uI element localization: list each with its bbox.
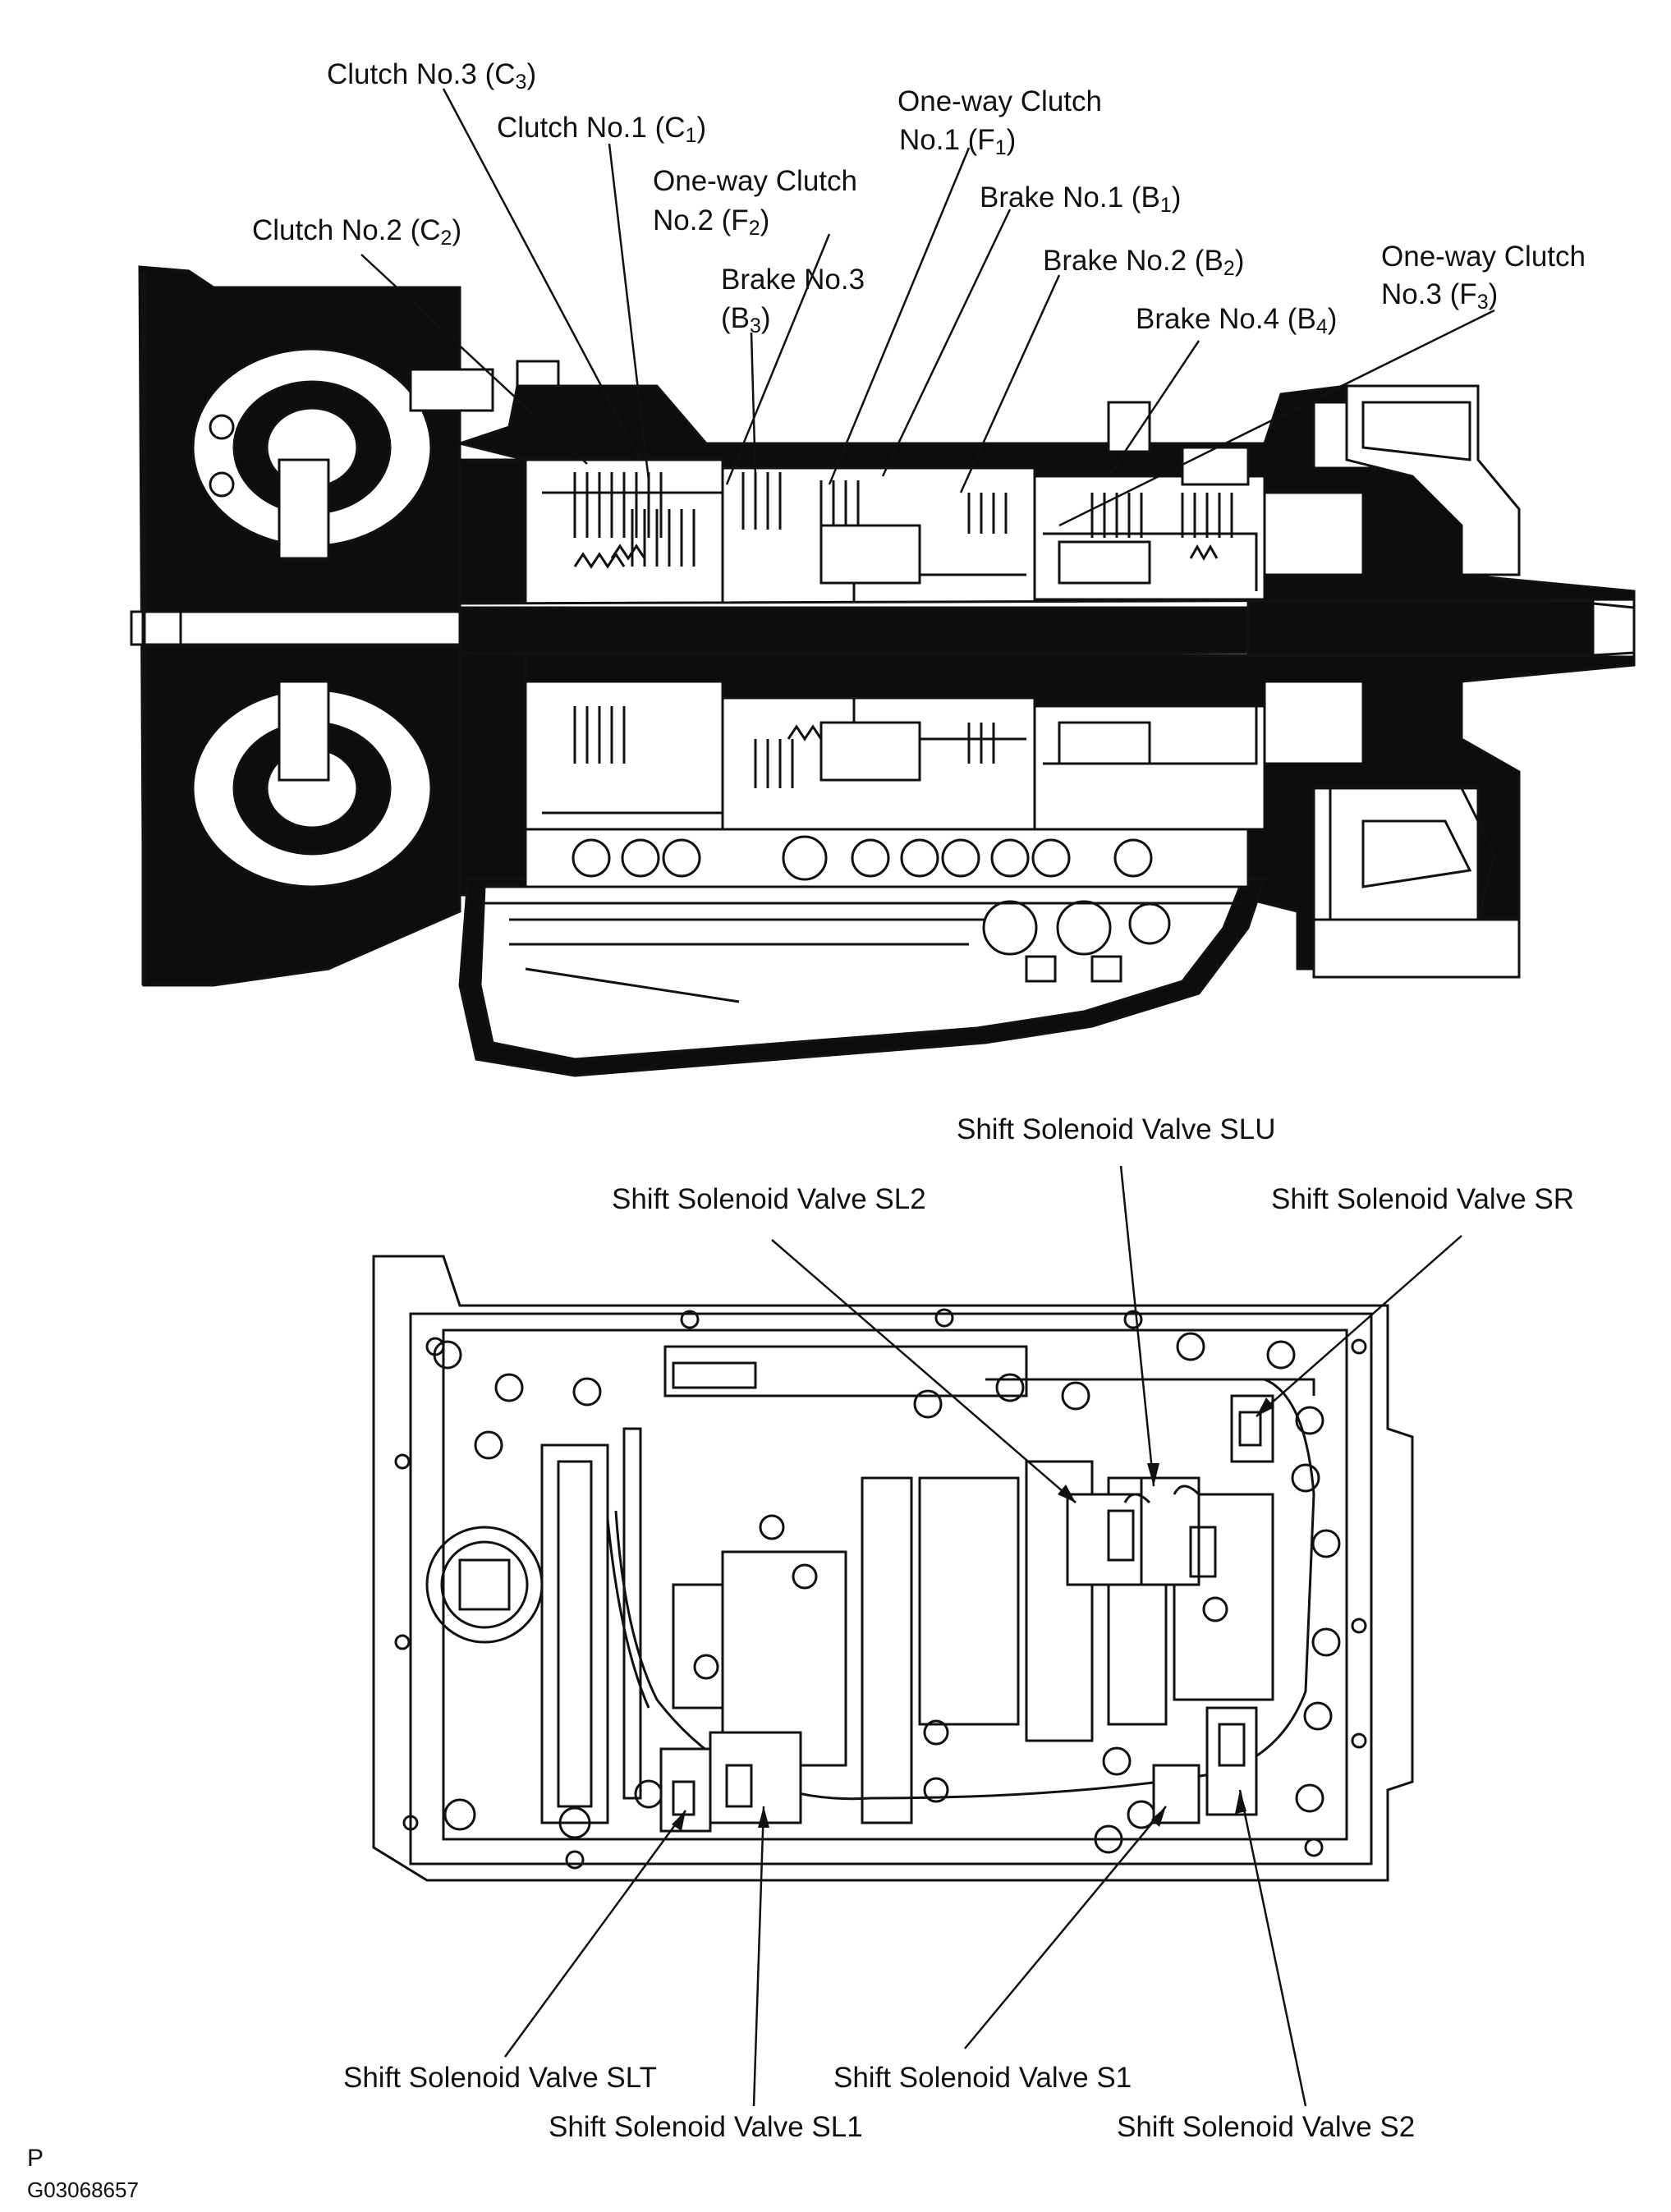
label-clutch-no2: Clutch No.2 (C2) xyxy=(252,214,462,250)
leader-b2 xyxy=(959,274,1061,493)
arrowheads xyxy=(672,1397,1274,1831)
leader-sl2 xyxy=(771,1239,1077,1503)
leader-f3 xyxy=(1058,309,1495,527)
leader-sl1 xyxy=(752,1806,765,2107)
leader-slu xyxy=(1119,1165,1155,1487)
label-clutch-no1: Clutch No.1 (C1) xyxy=(497,112,707,147)
valve-body-plan-view xyxy=(372,1255,1414,1882)
label-brake-no3-line2: (B3) xyxy=(721,302,771,337)
leader-s2 xyxy=(1238,1789,1307,2107)
label-one-way-clutch-no1-line2: No.1 (F1) xyxy=(899,124,1017,159)
leader-b4 xyxy=(1107,340,1200,477)
label-solenoid-sr: Shift Solenoid Valve SR xyxy=(1271,1183,1575,1215)
label-one-way-clutch-no2-line2: No.2 (F2) xyxy=(653,204,770,240)
leader-s1 xyxy=(964,1806,1167,2049)
label-brake-no4: Brake No.4 (B4) xyxy=(1136,303,1338,338)
label-one-way-clutch-no3-line1: One-way Clutch xyxy=(1381,241,1586,273)
transmission-cross-section xyxy=(130,265,1636,1077)
label-solenoid-sl1: Shift Solenoid Valve SL1 xyxy=(549,2111,863,2143)
label-solenoid-s2: Shift Solenoid Valve S2 xyxy=(1117,2111,1416,2143)
label-brake-no2: Brake No.2 (B2) xyxy=(1043,245,1245,280)
leader-slt xyxy=(503,1810,687,2058)
leader-sr xyxy=(1256,1235,1462,1417)
leader-lines xyxy=(360,88,1495,2107)
label-solenoid-sl2: Shift Solenoid Valve SL2 xyxy=(612,1183,926,1215)
leader-f1 xyxy=(828,147,971,485)
label-one-way-clutch-no2-line1: One-way Clutch xyxy=(653,165,857,197)
leader-c3 xyxy=(442,88,642,461)
leader-f2 xyxy=(725,233,831,485)
label-brake-no3-line1: Brake No.3 xyxy=(721,264,865,296)
label-brake-no1: Brake No.1 (B1) xyxy=(980,181,1182,217)
label-one-way-clutch-no3-line2: No.3 (F3) xyxy=(1381,278,1499,314)
footer-letter: P xyxy=(27,2145,44,2172)
leader-c2 xyxy=(360,254,588,465)
label-solenoid-slt: Shift Solenoid Valve SLT xyxy=(343,2062,657,2094)
leader-c1 xyxy=(608,143,650,481)
label-one-way-clutch-no1-line1: One-way Clutch xyxy=(897,85,1102,117)
leader-b1 xyxy=(881,209,1012,477)
label-solenoid-s1: Shift Solenoid Valve S1 xyxy=(833,2062,1132,2094)
label-clutch-no3: Clutch No.3 (C3) xyxy=(327,58,537,94)
leader-b3 xyxy=(750,332,757,477)
footer-code: G03068657 xyxy=(27,2178,139,2202)
rear-housing xyxy=(1345,384,1521,576)
label-solenoid-slu: Shift Solenoid Valve SLU xyxy=(957,1113,1276,1145)
